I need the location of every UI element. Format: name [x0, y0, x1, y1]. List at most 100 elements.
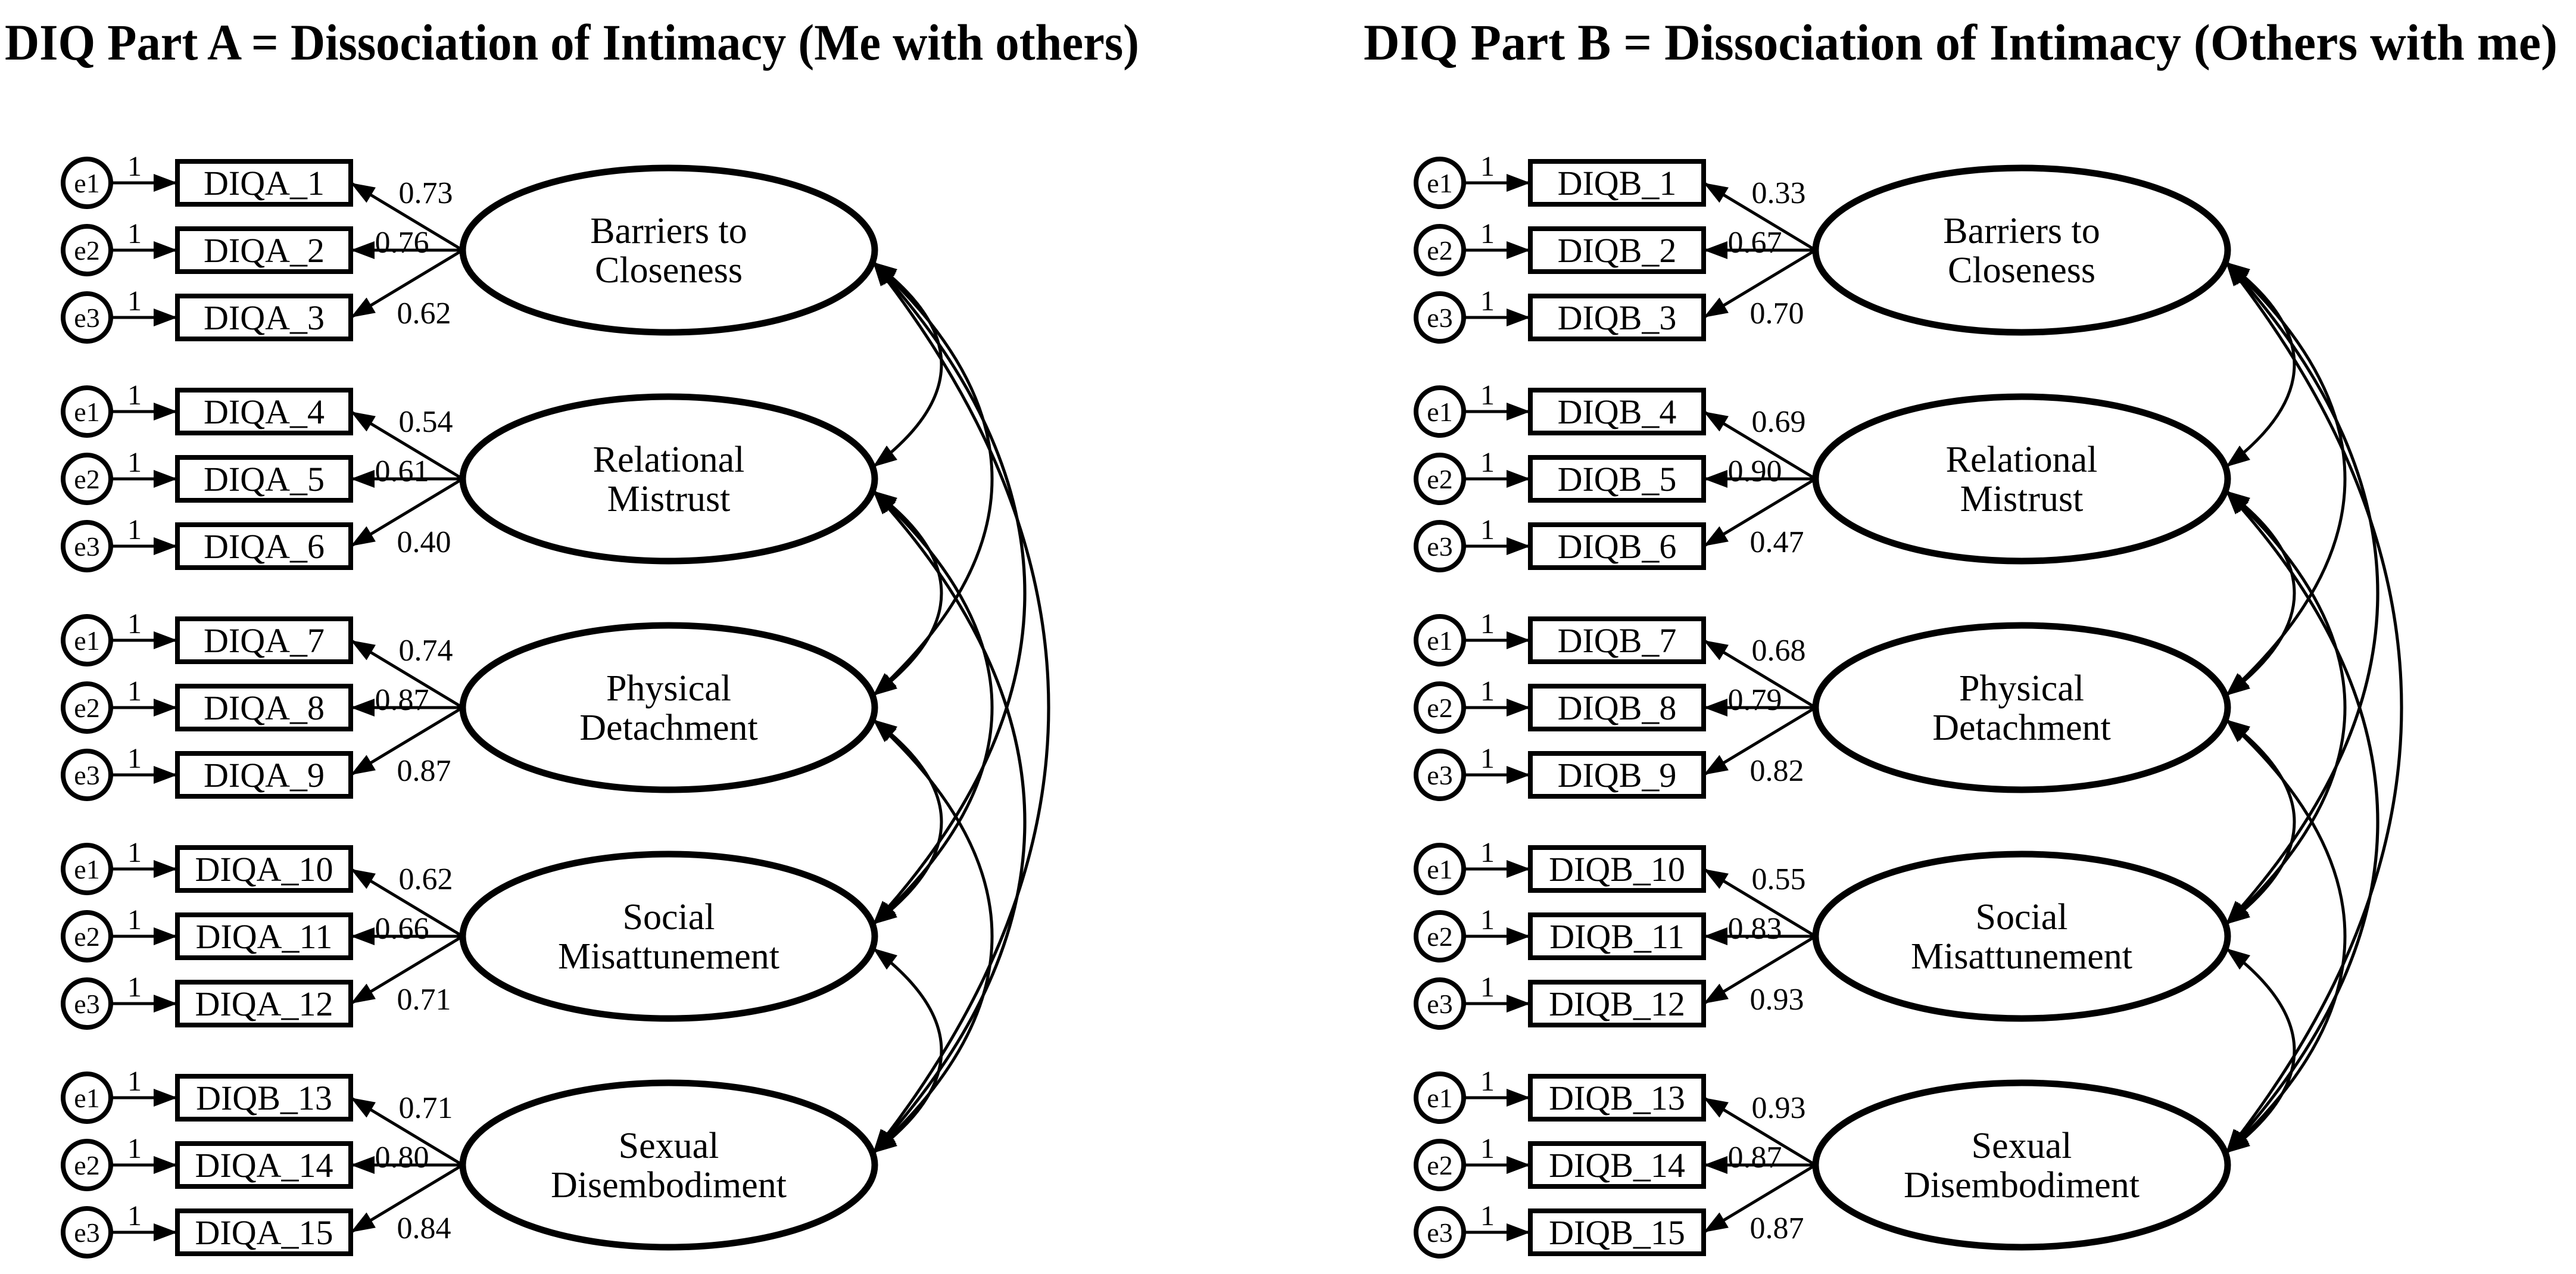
path-weight-one-label: 1 — [1480, 151, 1495, 182]
factor-loading-arrow — [350, 477, 464, 548]
factor-loading-arrow — [350, 181, 464, 252]
indicator-label: DIQB_5 — [1558, 460, 1677, 499]
factor-loading-value: 0.74 — [399, 634, 453, 668]
indicator-label: DIQA_14 — [195, 1146, 333, 1185]
factor-loading-arrow — [1702, 248, 1817, 319]
factor-loading-arrow — [350, 867, 464, 938]
factor-loading-value: 0.33 — [1752, 176, 1806, 210]
indicator-label: DIQB_15 — [1549, 1213, 1685, 1252]
path-weight-one-label: 1 — [127, 971, 142, 1003]
factor-loading-value: 0.93 — [1750, 983, 1804, 1017]
factor-loading-value: 0.54 — [399, 405, 453, 439]
factor-loading-value: 0.66 — [375, 912, 429, 946]
error-term-label: e2 — [1427, 693, 1452, 723]
indicator-label: DIQB_4 — [1558, 393, 1677, 431]
latent-factor-label-line2: Mistrust — [607, 479, 731, 519]
path-weight-one-label: 1 — [1480, 285, 1495, 317]
factor-loading-arrow — [1702, 1163, 1817, 1234]
factor-loading-arrow — [1702, 1096, 1817, 1167]
factor-loading-value: 0.61 — [375, 454, 429, 488]
indicator-box — [175, 388, 353, 435]
latent-factor-label-line2: Disembodiment — [1904, 1165, 2140, 1206]
factor-covariance-arc — [872, 489, 943, 697]
indicator-label: DIQB_13 — [1549, 1079, 1685, 1117]
factor-loading-value: 0.62 — [399, 862, 453, 896]
latent-factor-label-line1: Barriers to — [1943, 211, 2100, 251]
factor-covariance-arc — [2225, 946, 2296, 1155]
latent-factor-label-line2: Closeness — [1948, 250, 2095, 291]
latent-factor-label-line2: Closeness — [595, 250, 743, 291]
indicator-label: DIQA_12 — [195, 985, 333, 1023]
factor-loading-value: 0.76 — [375, 226, 429, 260]
indicator-box — [175, 226, 353, 274]
factor-covariance-arc — [872, 260, 943, 469]
error-term-label: e3 — [1427, 1217, 1452, 1248]
error-term-label: e1 — [1427, 854, 1452, 884]
path-weight-one-label: 1 — [1480, 837, 1495, 868]
indicator-label: DIQA_5 — [204, 460, 325, 499]
factor-loading-arrow — [350, 638, 464, 709]
factor-loading-value: 0.79 — [1728, 683, 1782, 717]
factor-loading-arrow — [350, 1096, 464, 1167]
error-term-label: e3 — [74, 1217, 99, 1248]
indicator-box — [175, 616, 353, 664]
indicator-label: DIQB_7 — [1558, 621, 1677, 660]
factor-covariance-arc — [2225, 261, 2403, 1154]
error-term-label: e2 — [74, 1150, 99, 1180]
factor-covariance-arc — [2225, 489, 2296, 697]
latent-factor-label-line2: Misattunement — [1911, 936, 2132, 977]
path-weight-one-label: 1 — [127, 151, 142, 182]
latent-factor-label-line1: Physical — [1959, 668, 2084, 709]
factor-loading-arrow — [1702, 410, 1817, 481]
indicator-label: DIQA_3 — [204, 298, 325, 337]
factor-loading-arrow — [1702, 935, 1817, 1005]
latent-factor-label-line1: Social — [623, 897, 715, 937]
factor-loading-value: 0.71 — [399, 1091, 453, 1125]
indicator-label: DIQA_8 — [204, 689, 325, 727]
path-weight-one-label: 1 — [1480, 743, 1495, 774]
path-weight-one-label: 1 — [1480, 971, 1495, 1003]
indicator-label: DIQA_1 — [204, 164, 325, 203]
indicator-label: DIQB_8 — [1558, 689, 1677, 727]
factor-covariance-arc — [2225, 718, 2296, 926]
factor-covariance-arc — [872, 718, 943, 926]
indicator-label: DIQA_9 — [204, 756, 325, 795]
indicator-box — [175, 845, 353, 893]
latent-factor-label-line1: Barriers to — [590, 211, 747, 251]
indicator-label: DIQA_7 — [204, 621, 325, 660]
latent-factor-label-line2: Mistrust — [1960, 479, 2084, 519]
error-term-label: e2 — [74, 693, 99, 723]
error-term-label: e3 — [1427, 760, 1452, 790]
latent-factor-label-line2: Disembodiment — [551, 1165, 787, 1206]
latent-factor-label-line1: Social — [1976, 897, 2068, 937]
error-term-label: e2 — [1427, 235, 1452, 266]
factor-loading-value: 0.40 — [397, 525, 451, 559]
error-term-label: e2 — [1427, 464, 1452, 494]
path-weight-one-label: 1 — [1480, 904, 1495, 936]
path-weight-one-label: 1 — [127, 675, 142, 707]
path-weight-one-label: 1 — [1480, 608, 1495, 640]
indicator-box — [1528, 522, 1706, 570]
factor-loading-value: 0.70 — [1750, 297, 1804, 331]
